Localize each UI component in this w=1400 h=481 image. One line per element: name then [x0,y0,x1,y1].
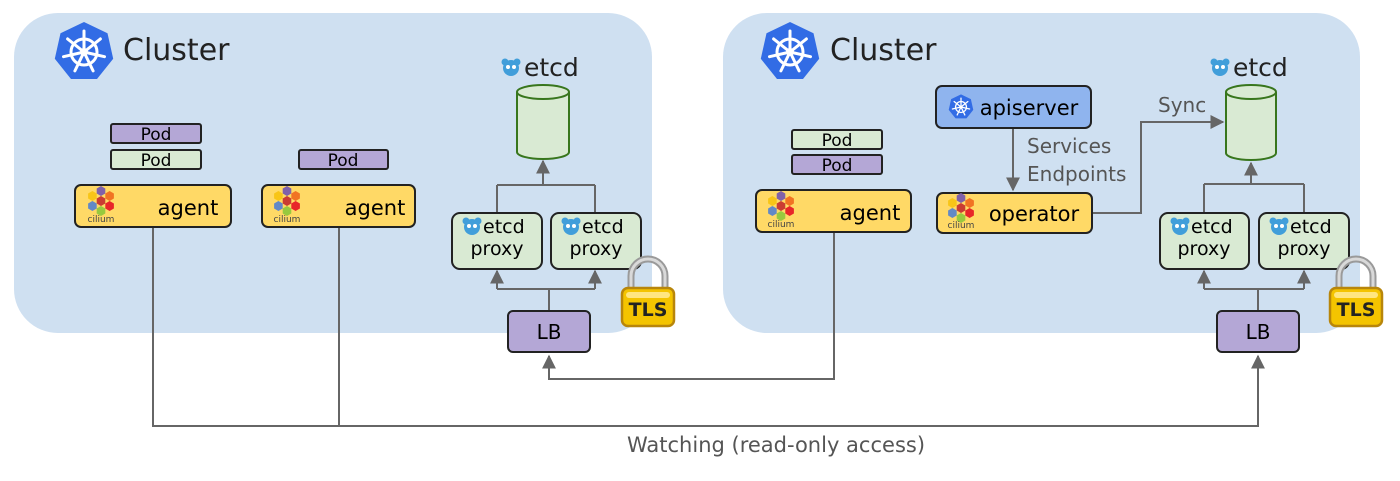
cilium-logo-text: cilium [274,215,301,225]
cilium-logo-text: cilium [768,220,795,230]
pod-label: Pod [822,131,853,151]
etcd-proxy-label-top: etcd [483,216,525,238]
pod-label: Pod [822,156,853,176]
pod-label: Pod [141,125,172,145]
apiserver-label: apiserver [980,96,1079,120]
pod-box [110,149,202,170]
watching-label: Watching (read-only access) [627,433,925,457]
agent-label: agent [840,201,901,225]
load-balancer-label: LB [537,320,562,344]
cluster-left-title: Cluster [123,33,230,68]
agent-label: agent [158,196,219,220]
cilium-operator-box [936,192,1093,234]
tls-label: TLS [1337,299,1376,321]
etcd-database-icon [516,84,570,160]
agent-label: agent [345,196,406,220]
sync-label: Sync [1158,93,1206,117]
pod-box [110,123,202,144]
cilium-agent-box [74,184,232,228]
etcd-proxy-label-top: etcd [1290,216,1332,238]
etcd-database-icon [1225,84,1277,161]
pod-label: Pod [328,151,359,171]
etcd-proxy-label-top: etcd [1191,216,1233,238]
cilium-logo-text: cilium [948,221,975,231]
pod-label: Pod [141,151,172,171]
tls-lock-icon: TLS [622,259,674,326]
pod-box [791,154,883,175]
load-balancer-box [507,310,591,353]
etcd-proxy-label-bottom: proxy [1178,238,1231,260]
load-balancer-label: LB [1246,320,1271,344]
load-balancer-box [1216,310,1300,353]
services-label: Services [1027,134,1111,158]
operator-label: operator [989,202,1080,226]
pod-box [791,129,883,150]
etcd-title: etcd [524,53,579,82]
cilium-logo-text: cilium [88,215,115,225]
endpoints-label: Endpoints [1027,162,1126,186]
etcd-proxy-label-top: etcd [582,216,624,238]
cilium-agent-box [261,184,416,228]
cilium-agent-box [755,189,912,233]
apiserver-box [935,85,1092,129]
tls-lock-icon: TLS [1330,259,1382,326]
etcd-proxy-label-bottom: proxy [1278,238,1331,260]
tls-label: TLS [629,299,668,321]
etcd-title: etcd [1233,53,1288,82]
pod-box [298,149,389,170]
etcd-proxy-label-bottom: proxy [471,238,524,260]
cluster-right-title: Cluster [830,33,937,68]
etcd-proxy-label-bottom: proxy [570,238,623,260]
